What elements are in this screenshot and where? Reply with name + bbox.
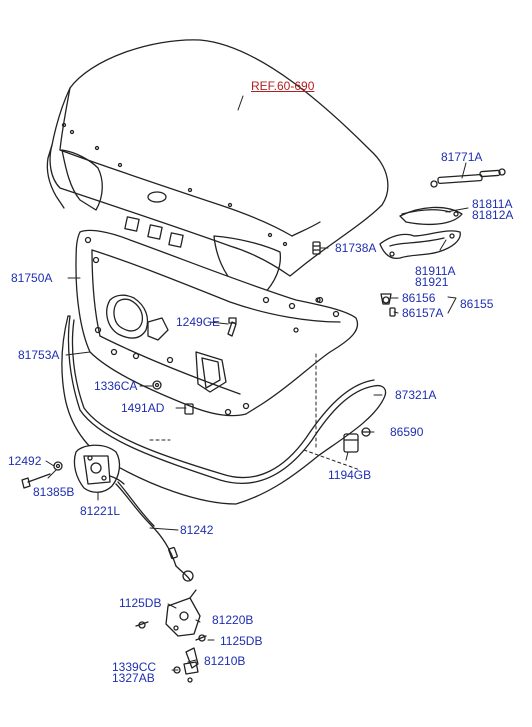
part-label-81921[interactable]: 81921: [415, 275, 449, 289]
part-label-1194gb[interactable]: 1194GB: [328, 468, 372, 482]
part-label-86590[interactable]: 86590: [390, 425, 424, 439]
part-label-81771a[interactable]: 81771A: [441, 150, 483, 164]
part-label-1249ge[interactable]: 1249GE: [176, 315, 221, 329]
trunk-lid-outer: [46, 39, 389, 297]
part-label-81221l[interactable]: 81221L: [80, 504, 121, 518]
part-label-81242[interactable]: 81242: [180, 523, 214, 537]
bumper-1194gb: [343, 433, 359, 453]
screw-1125db-right: [195, 634, 207, 642]
leader-lines: [45, 95, 469, 671]
part-label-81385b[interactable]: 81385B: [33, 485, 75, 499]
part-label-1327ab[interactable]: 1327AB: [112, 671, 155, 685]
hinge-lower: [379, 230, 461, 260]
bolt-12492: [21, 473, 51, 489]
gas-strut: [430, 168, 506, 188]
part-label-1125db-lower[interactable]: 1125DB: [220, 634, 263, 648]
part-label-86155[interactable]: 86155: [460, 297, 494, 311]
lock-81210b: [173, 647, 199, 683]
latch-assembly: [73, 444, 125, 493]
release-cable: [115, 481, 194, 582]
part-label-81220b[interactable]: 81220B: [212, 613, 254, 627]
part-label-81210b[interactable]: 81210B: [204, 654, 246, 668]
part-label-86156[interactable]: 86156: [402, 291, 436, 305]
part-label-81811a[interactable]: 81811A: [472, 197, 513, 211]
bolt-1249ge: [227, 317, 237, 337]
part-label-81753a[interactable]: 81753A: [18, 348, 60, 362]
guide-lines: [149, 353, 361, 471]
part-label-81812a[interactable]: 81812A: [472, 208, 514, 222]
clip-1491ad: [184, 403, 194, 415]
screw-1125db-left: [135, 621, 149, 629]
emblem-fasteners: [380, 293, 396, 317]
washer-81385b: [53, 461, 63, 471]
part-label-81911a[interactable]: 81911A: [415, 264, 456, 278]
actuator-81220b: [165, 589, 201, 637]
grommet-1336ca: [152, 380, 162, 390]
part-label-1336ca[interactable]: 1336CA: [94, 379, 138, 393]
part-label-87321a[interactable]: 87321A: [395, 388, 437, 402]
part-label-1339cc[interactable]: 1339CC: [112, 660, 157, 674]
part-label-12492[interactable]: 12492: [8, 454, 42, 468]
part-label-1491ad[interactable]: 1491AD: [121, 401, 165, 415]
part-label-81750a[interactable]: 81750A: [11, 271, 53, 285]
hinge-upper: [399, 206, 463, 226]
reference-label[interactable]: REF.60-690: [251, 79, 315, 93]
part-label-81738a[interactable]: 81738A: [335, 241, 377, 255]
part-label-86157a[interactable]: 86157A: [402, 306, 444, 320]
part-label-1125db-upper[interactable]: 1125DB: [119, 596, 162, 610]
